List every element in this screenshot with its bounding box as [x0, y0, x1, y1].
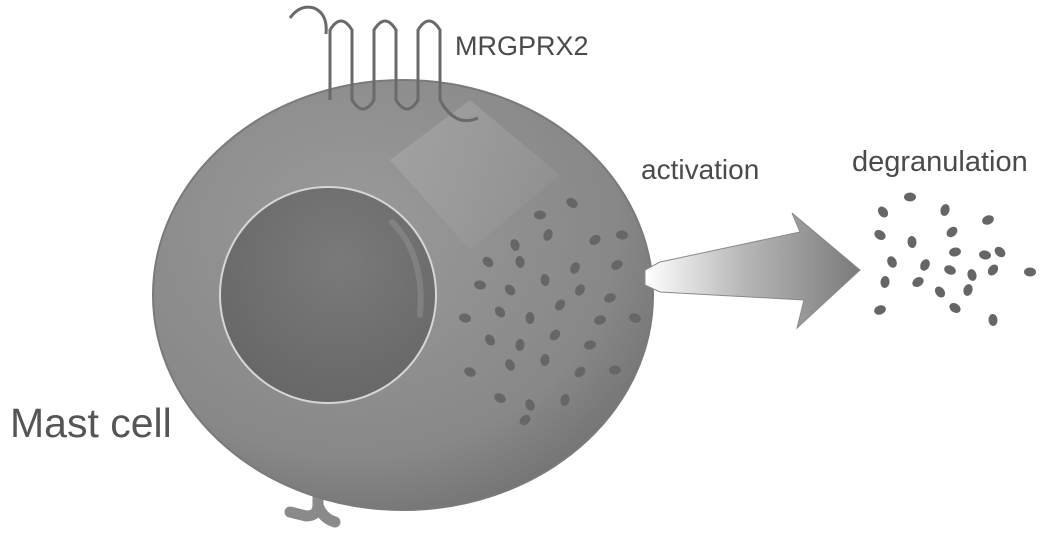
released-granule: [987, 264, 999, 276]
cell-granule: [543, 229, 553, 241]
released-granule: [982, 215, 994, 225]
degranulation-label: degranulation: [852, 146, 1028, 178]
cell-granule: [510, 239, 520, 251]
cell-granule: [540, 354, 550, 366]
released-granule: [994, 246, 1006, 258]
released-granule: [874, 230, 886, 240]
receptor-loop: [328, 19, 354, 100]
cell-granule: [459, 313, 471, 323]
released-granule: [979, 250, 991, 260]
receptor-tail: [438, 99, 479, 123]
cell-granule: [570, 262, 580, 274]
released-granule: [967, 269, 977, 281]
cell-granule: [604, 293, 616, 303]
receptor-loop: [372, 19, 398, 100]
cell-granule: [464, 367, 476, 377]
released-granule: [920, 259, 930, 271]
cell-granule: [611, 260, 623, 270]
released-granule: [880, 276, 890, 288]
cell-granule: [584, 340, 596, 350]
cell-granule: [609, 365, 621, 375]
released-granules: [874, 192, 1036, 326]
released-granule: [912, 277, 924, 287]
cell-granule: [494, 306, 506, 318]
cell-granule: [566, 197, 578, 209]
cell-granule: [515, 339, 525, 351]
cell-granule: [589, 235, 601, 245]
released-granule: [904, 192, 916, 202]
released-granule: [944, 265, 956, 275]
cell-granule: [485, 334, 495, 346]
released-granule: [949, 303, 961, 313]
released-granule: [934, 286, 946, 298]
activation-arrow-icon: [644, 212, 861, 330]
cell-granule: [575, 284, 585, 296]
cell-label: Mast cell: [10, 400, 172, 446]
cell-granule: [574, 366, 586, 378]
cell-granule: [482, 256, 494, 268]
released-granule: [887, 256, 897, 268]
cell-granule: [560, 394, 570, 406]
cell-granules: [459, 197, 641, 426]
released-granule: [949, 247, 961, 257]
cell-granule: [505, 359, 515, 371]
released-granule: [946, 226, 958, 238]
released-granule: [877, 206, 889, 218]
released-granule: [988, 314, 998, 326]
receptor-loop: [350, 30, 376, 111]
cell-granule: [554, 299, 566, 311]
activation-label: activation: [641, 154, 760, 185]
cell-granule: [534, 210, 546, 220]
cell-granule: [549, 329, 561, 341]
receptor-loop: [394, 30, 420, 111]
surface-receptor-icon: [284, 472, 341, 528]
cell-granule: [519, 414, 531, 426]
cell-granule: [504, 284, 516, 296]
cell-granule: [594, 315, 606, 325]
receptor-label: MRGPRX2: [455, 31, 589, 61]
cell-granule: [515, 256, 525, 268]
released-granule: [907, 236, 917, 248]
nucleus: [219, 186, 437, 404]
cell-granule: [540, 274, 550, 286]
cell-granule: [474, 280, 486, 290]
cell-granule: [616, 230, 628, 240]
released-granule: [963, 284, 973, 296]
cell-granule: [525, 312, 535, 324]
receptor-icon: [288, 5, 479, 123]
released-granule: [940, 204, 950, 216]
receptor-loop: [416, 19, 442, 100]
cell-granule: [494, 393, 506, 403]
cell-granule: [629, 313, 641, 323]
cell-granule: [525, 399, 535, 411]
released-granule: [1024, 267, 1036, 277]
released-granule: [874, 305, 886, 315]
